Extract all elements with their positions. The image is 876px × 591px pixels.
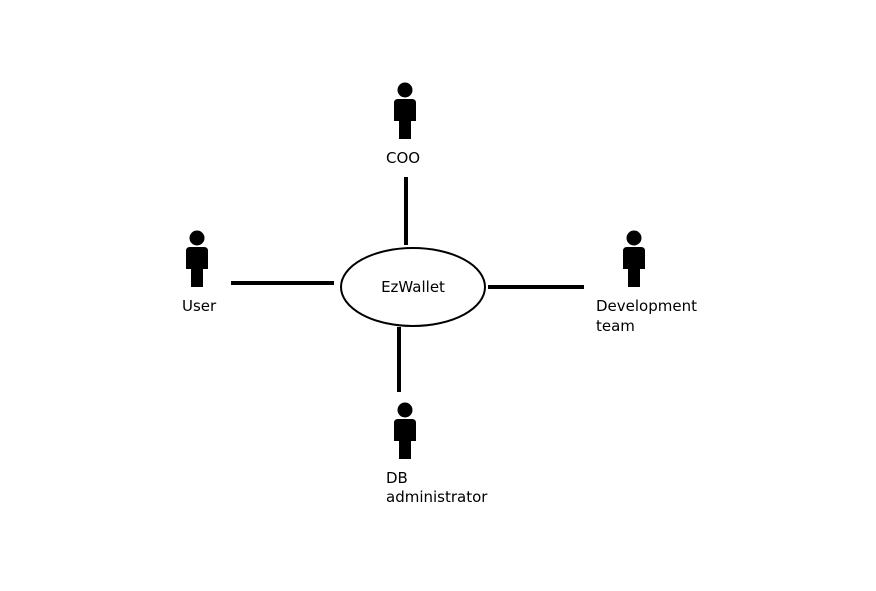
- system-node: EzWallet: [340, 247, 486, 327]
- actor-db-administrator-label-line2: administrator: [386, 488, 488, 506]
- actor-development-team-label-line1: Development: [596, 297, 697, 315]
- actor-db-administrator-label-line1: DB: [386, 469, 408, 487]
- actor-development-team: Development team: [596, 230, 697, 335]
- person-icon: [394, 402, 416, 459]
- actor-development-team-label-line2: team: [596, 317, 635, 335]
- person-icon: [394, 82, 416, 139]
- actor-db-administrator: DB administrator: [386, 402, 488, 506]
- actor-user-label: User: [182, 297, 217, 315]
- actor-user: User: [182, 230, 217, 315]
- person-icon: [186, 230, 208, 287]
- actor-coo: COO: [386, 82, 420, 167]
- actor-coo-label: COO: [386, 149, 420, 167]
- system-label: EzWallet: [381, 278, 445, 296]
- system-ellipse: [340, 247, 486, 327]
- person-icon: [623, 230, 645, 287]
